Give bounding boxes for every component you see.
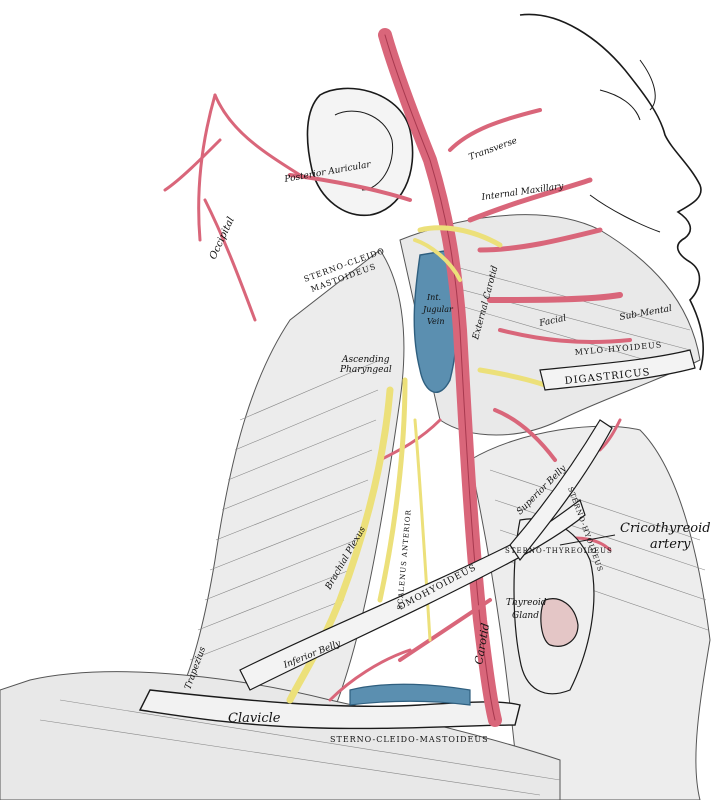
clavicle-bone bbox=[138, 689, 521, 730]
label-sternocleidomastoid-lower: STERNO-CLEIDO-MASTOIDEUS bbox=[330, 735, 489, 744]
label-int-jugular-3: Vein bbox=[427, 317, 445, 326]
larynx-cartilage bbox=[513, 518, 595, 695]
label-sternothyreoideus: STERNO-THYREOIDEUS bbox=[505, 547, 613, 555]
face-profile bbox=[519, 13, 704, 371]
label-cricothyreoid-1: Cricothyreoid bbox=[620, 521, 711, 536]
internal-jugular-vein bbox=[349, 249, 471, 706]
label-int-jugular-2: Jugular bbox=[421, 305, 454, 314]
cricothyreoid-callout-line bbox=[559, 534, 616, 546]
digastric-muscle bbox=[539, 349, 696, 391]
label-cricothyreoid-2: artery bbox=[650, 537, 691, 552]
label-ascending-2: Pharyngeal bbox=[339, 365, 392, 375]
label-thyreoid-2: Gland bbox=[512, 611, 539, 621]
label-int-jugular-1: Int. bbox=[426, 293, 441, 302]
label-thyreoid-1: Thyreoid bbox=[506, 598, 547, 608]
label-ascending-1: Ascending bbox=[341, 355, 390, 365]
carotid-arteries bbox=[163, 28, 632, 727]
omohyoid-muscle bbox=[239, 419, 613, 691]
label-clavicle: Clavicle bbox=[228, 711, 281, 726]
